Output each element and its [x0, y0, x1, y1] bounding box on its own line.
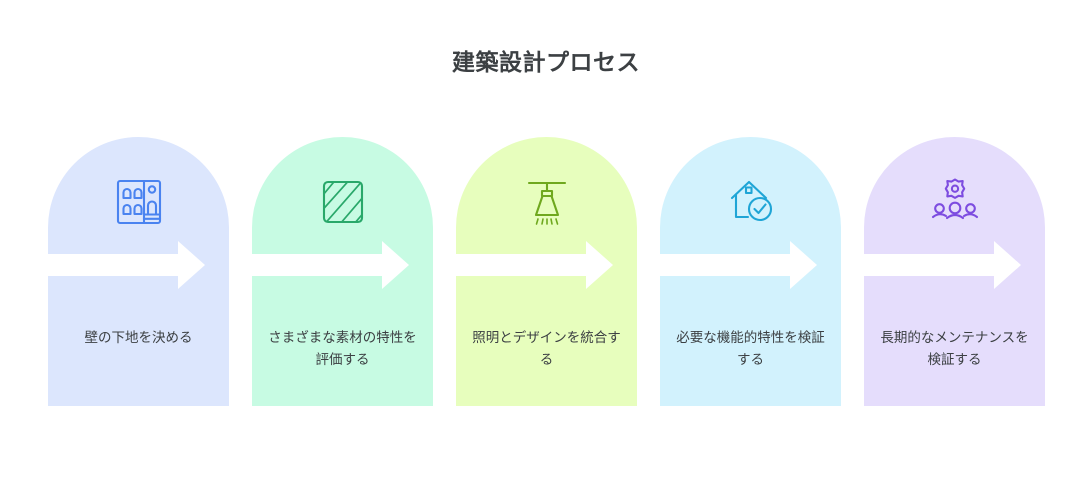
hatched-material-swatch-icon [252, 173, 433, 231]
wall-panel-icon [48, 173, 229, 231]
step-label: さまざまな素材の特性を評価する [268, 330, 417, 367]
process-step-1[interactable]: 壁の下地を決める [48, 137, 229, 406]
step-arch-shape [456, 137, 637, 406]
step-label: 必要な機能的特性を検証する [676, 330, 825, 367]
pendant-lamp-icon [456, 173, 637, 231]
step-arch-shape [660, 137, 841, 406]
team-gear-icon [864, 173, 1045, 231]
step-label: 壁の下地を決める [84, 330, 193, 345]
process-step-4[interactable]: 必要な機能的特性を検証する [660, 137, 841, 406]
step-arch-shape [252, 137, 433, 406]
step-arch-shape [48, 137, 229, 406]
process-steps: 壁の下地を決める [48, 137, 1045, 406]
step-label: 長期的なメンテナンスを検証する [880, 330, 1029, 367]
page-title: 建築設計プロセス [452, 49, 640, 75]
process-step-5[interactable]: 長期的なメンテナンスを検証する [864, 137, 1045, 406]
step-arch-shape [864, 137, 1045, 406]
process-step-2[interactable]: さまざまな素材の特性を評価する [252, 137, 433, 406]
process-step-3[interactable]: 照明とデザインを統合する [456, 137, 637, 406]
step-label: 照明とデザインを統合する [472, 330, 621, 367]
house-check-icon [660, 173, 841, 231]
